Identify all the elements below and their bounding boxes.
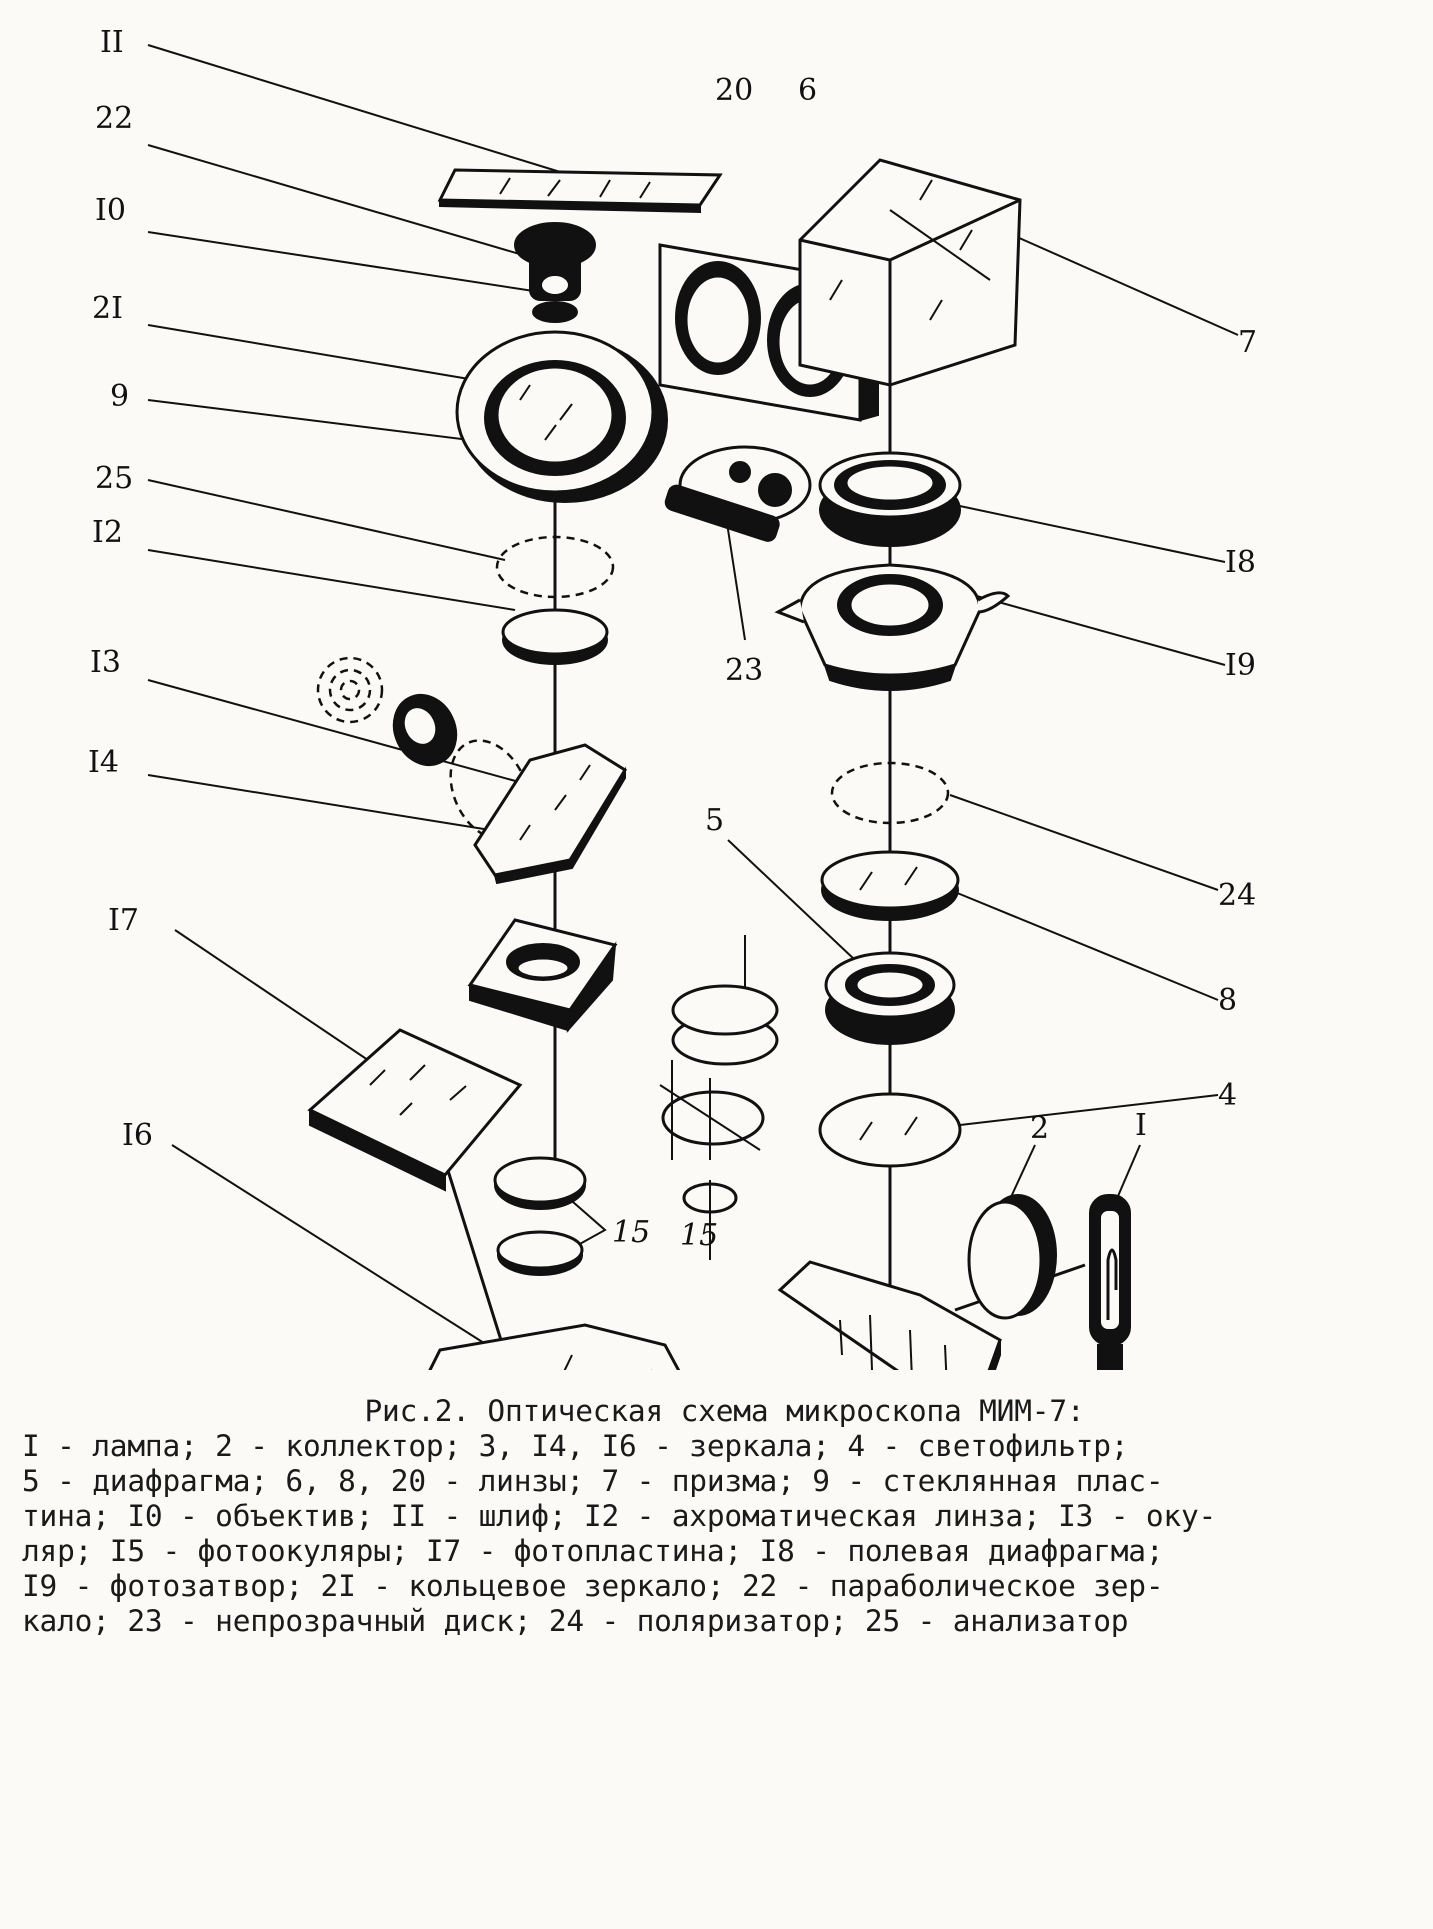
label-8: 8	[1218, 983, 1237, 1018]
leader-23	[724, 509, 746, 641]
caption-line-6: кало; 23 - непрозрачный диск; 24 - поляр…	[22, 1604, 1129, 1638]
photo-shutter	[774, 563, 1011, 691]
label-14: I4	[88, 745, 119, 780]
caption-line-5: I9 - фотозатвор; 2I - кольцевое зеркало;…	[22, 1569, 1164, 1603]
label-16: I6	[122, 1118, 153, 1153]
label-20: 20	[715, 73, 753, 108]
aperture-diaphragm	[824, 951, 956, 1045]
label-5: 5	[705, 803, 724, 838]
leader-10	[147, 231, 541, 293]
label-25: 25	[95, 461, 133, 496]
label-9: 9	[110, 379, 129, 414]
label-6: 6	[798, 73, 817, 108]
label-15-right: 15	[680, 1218, 718, 1253]
leader-18	[954, 504, 1226, 563]
leader-12	[147, 549, 516, 611]
label-12: I2	[92, 515, 123, 550]
label-19: I9	[1225, 648, 1256, 683]
leader-22	[147, 144, 541, 261]
label-22: 22	[95, 101, 133, 136]
label-1: I	[1135, 1108, 1147, 1143]
ring-mirror	[455, 330, 668, 503]
label-7: 7	[1238, 325, 1257, 360]
light-filter	[818, 1092, 962, 1168]
leader-9	[147, 399, 511, 446]
photo-eyepieces-right	[659, 935, 779, 1260]
label-2: 2	[1030, 1111, 1049, 1146]
label-18: I8	[1225, 545, 1256, 580]
caption-line-2: 5 - диафрагма; 6, 8, 20 - линзы; 7 - при…	[22, 1464, 1164, 1498]
leader-13	[147, 679, 531, 786]
photo-plate	[307, 1028, 523, 1192]
objective-assembly	[514, 222, 596, 323]
leader-14	[147, 774, 491, 831]
aperture-block	[467, 918, 618, 1033]
specimen-slide	[437, 168, 723, 214]
leader-8	[949, 889, 1219, 1001]
caption-line-4: ляр; I5 - фотоокуляры; I7 - фотопластина…	[22, 1534, 1164, 1568]
field-diaphragm	[818, 451, 962, 547]
caption-line-1: I - лампа; 2 - коллектор; 3, I4, I6 - зе…	[22, 1429, 1129, 1463]
lens-8	[820, 850, 960, 921]
leader-11	[147, 44, 571, 176]
leader-16	[171, 1144, 496, 1351]
figure-caption: Рис.2. Оптическая схема микроскопа МИМ-7…	[22, 1394, 1417, 1639]
prism	[798, 158, 1022, 387]
photo-eyepieces-left	[493, 1156, 587, 1276]
leader-7	[989, 224, 1239, 336]
caption-line-3: тина; I0 - объектив; II - шлиф; I2 - ахр…	[22, 1499, 1217, 1533]
label-11: II	[100, 25, 124, 60]
leader-21	[147, 324, 476, 381]
label-21: 2I	[92, 291, 123, 326]
leader-4	[959, 1094, 1219, 1126]
leader-5	[727, 839, 856, 961]
lamp	[1089, 1194, 1131, 1370]
label-4: 4	[1218, 1078, 1237, 1113]
label-24: 24	[1218, 878, 1256, 913]
label-15-left: 15	[612, 1215, 650, 1250]
label-17: I7	[108, 903, 139, 938]
label-13: I3	[90, 645, 121, 680]
mirror-14	[473, 743, 628, 885]
analyzer-dashed	[495, 535, 615, 599]
leader-24	[949, 794, 1219, 891]
leader-25	[147, 479, 506, 561]
optical-scheme-diagram: II 22 I0 2I 9 25 I2 I3 I4 I7 I6 20 6 7 2…	[88, 25, 1257, 1370]
achromatic-lens	[501, 608, 609, 665]
collector-lens	[967, 1194, 1057, 1320]
mirror-16	[428, 1323, 681, 1370]
caption-title: Рис.2. Оптическая схема микроскопа МИМ-7…	[364, 1394, 1085, 1428]
opaque-disk	[664, 445, 812, 542]
label-23: 23	[725, 653, 763, 688]
mirror-3	[777, 1260, 1002, 1370]
polarizer-dashed	[830, 761, 950, 825]
label-10: I0	[95, 193, 126, 228]
